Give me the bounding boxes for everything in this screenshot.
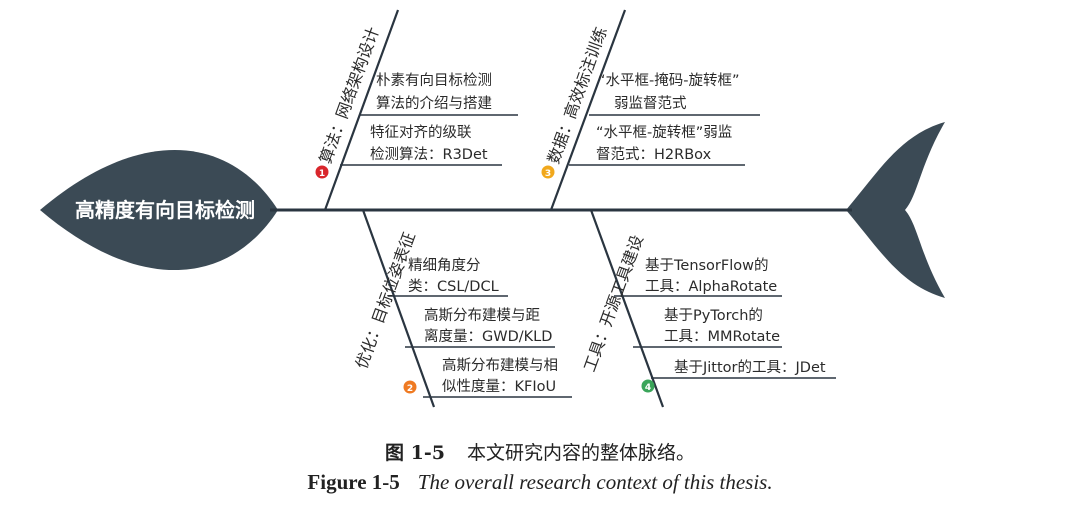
item-line: 督范式：H2RBox xyxy=(596,146,712,163)
item-line: 精细角度分 xyxy=(408,257,481,274)
item-line: 工具：MMRotate xyxy=(664,329,780,345)
fishbone-diagram: 高精度有向目标检测 算法：网络架构设计 数据：高效标注训练 优化：目标位姿表征 … xyxy=(40,9,945,408)
badge-algorithm: 1 xyxy=(315,165,329,179)
item-line: 高斯分布建模与相 xyxy=(442,357,558,374)
item-data-1: “水平框-掩码-旋转框” 弱监督范式 xyxy=(598,72,740,112)
badge-number: 4 xyxy=(645,383,651,393)
bone-data xyxy=(549,9,627,211)
branch-label-text: 工具：开源工具建设 xyxy=(580,232,647,374)
item-data-2: “水平框-旋转框”弱监 督范式：H2RBox xyxy=(596,124,732,163)
item-line: 类：CSL/DCL xyxy=(408,278,499,295)
branch-label-text: 数据：高效标注训练 xyxy=(544,24,611,166)
caption-en-number: Figure 1-5 xyxy=(307,470,400,494)
badge-optimization: 2 xyxy=(403,380,417,394)
item-optimization-1: 精细角度分 类：CSL/DCL xyxy=(408,257,499,295)
item-line: 离度量：GWD/KLD xyxy=(424,328,552,345)
item-line: 基于Jittor的工具：JDet xyxy=(674,359,826,376)
caption-en-text: The overall research context of this the… xyxy=(417,470,773,494)
caption-en: Figure 1-5 The overall research context o… xyxy=(0,470,1080,495)
branch-label-text: 优化：目标位姿表征 xyxy=(352,229,419,371)
fish-tail xyxy=(846,122,945,298)
item-line: 基于TensorFlow的 xyxy=(645,257,769,274)
item-line: 朴素有向目标检测 xyxy=(376,72,492,89)
fish-body: 高精度有向目标检测 xyxy=(40,122,945,298)
item-line: 似性度量：KFIoU xyxy=(442,378,556,395)
caption-zh-text: 本文研究内容的整体脉络。 xyxy=(466,442,695,464)
caption-zh: 图 1-5 本文研究内容的整体脉络。 xyxy=(0,438,1080,465)
item-tools-3: 基于Jittor的工具：JDet xyxy=(674,359,826,376)
fish-head xyxy=(40,149,278,271)
caption-zh-number: 图 1-5 xyxy=(385,442,445,464)
item-line: 检测算法：R3Det xyxy=(370,146,488,163)
item-line: 基于PyTorch的 xyxy=(664,307,763,324)
bone-optimization xyxy=(361,209,436,408)
item-line: “水平框-掩码-旋转框” xyxy=(598,72,740,89)
item-optimization-3: 高斯分布建模与相 似性度量：KFIoU xyxy=(442,357,558,395)
item-algorithm-2: 特征对齐的级联 检测算法：R3Det xyxy=(370,124,488,163)
badge-number: 2 xyxy=(407,384,413,394)
item-line: 工具：AlphaRotate xyxy=(645,279,777,295)
branch-label-tools: 工具：开源工具建设 xyxy=(580,232,647,374)
item-tools-1: 基于TensorFlow的 工具：AlphaRotate xyxy=(645,257,777,295)
item-tools-2: 基于PyTorch的 工具：MMRotate xyxy=(664,307,780,345)
head-label: 高精度有向目标检测 xyxy=(75,198,255,222)
item-line: 弱监督范式 xyxy=(614,95,687,112)
item-line: 算法的介绍与搭建 xyxy=(376,95,492,112)
bone-algorithm xyxy=(323,9,400,211)
item-algorithm-1: 朴素有向目标检测 算法的介绍与搭建 xyxy=(376,72,492,112)
badge-data: 3 xyxy=(541,165,555,179)
badge-tools: 4 xyxy=(641,379,655,393)
badge-number: 3 xyxy=(545,169,551,179)
item-optimization-2: 高斯分布建模与距 离度量：GWD/KLD xyxy=(424,307,552,345)
badge-number: 1 xyxy=(319,169,325,179)
item-line: 高斯分布建模与距 xyxy=(424,307,540,324)
branch-label-data: 数据：高效标注训练 xyxy=(544,24,611,166)
item-line: 特征对齐的级联 xyxy=(370,124,472,141)
bone-tools xyxy=(589,209,665,408)
branch-label-optimization: 优化：目标位姿表征 xyxy=(352,229,419,371)
item-line: “水平框-旋转框”弱监 xyxy=(596,124,732,141)
